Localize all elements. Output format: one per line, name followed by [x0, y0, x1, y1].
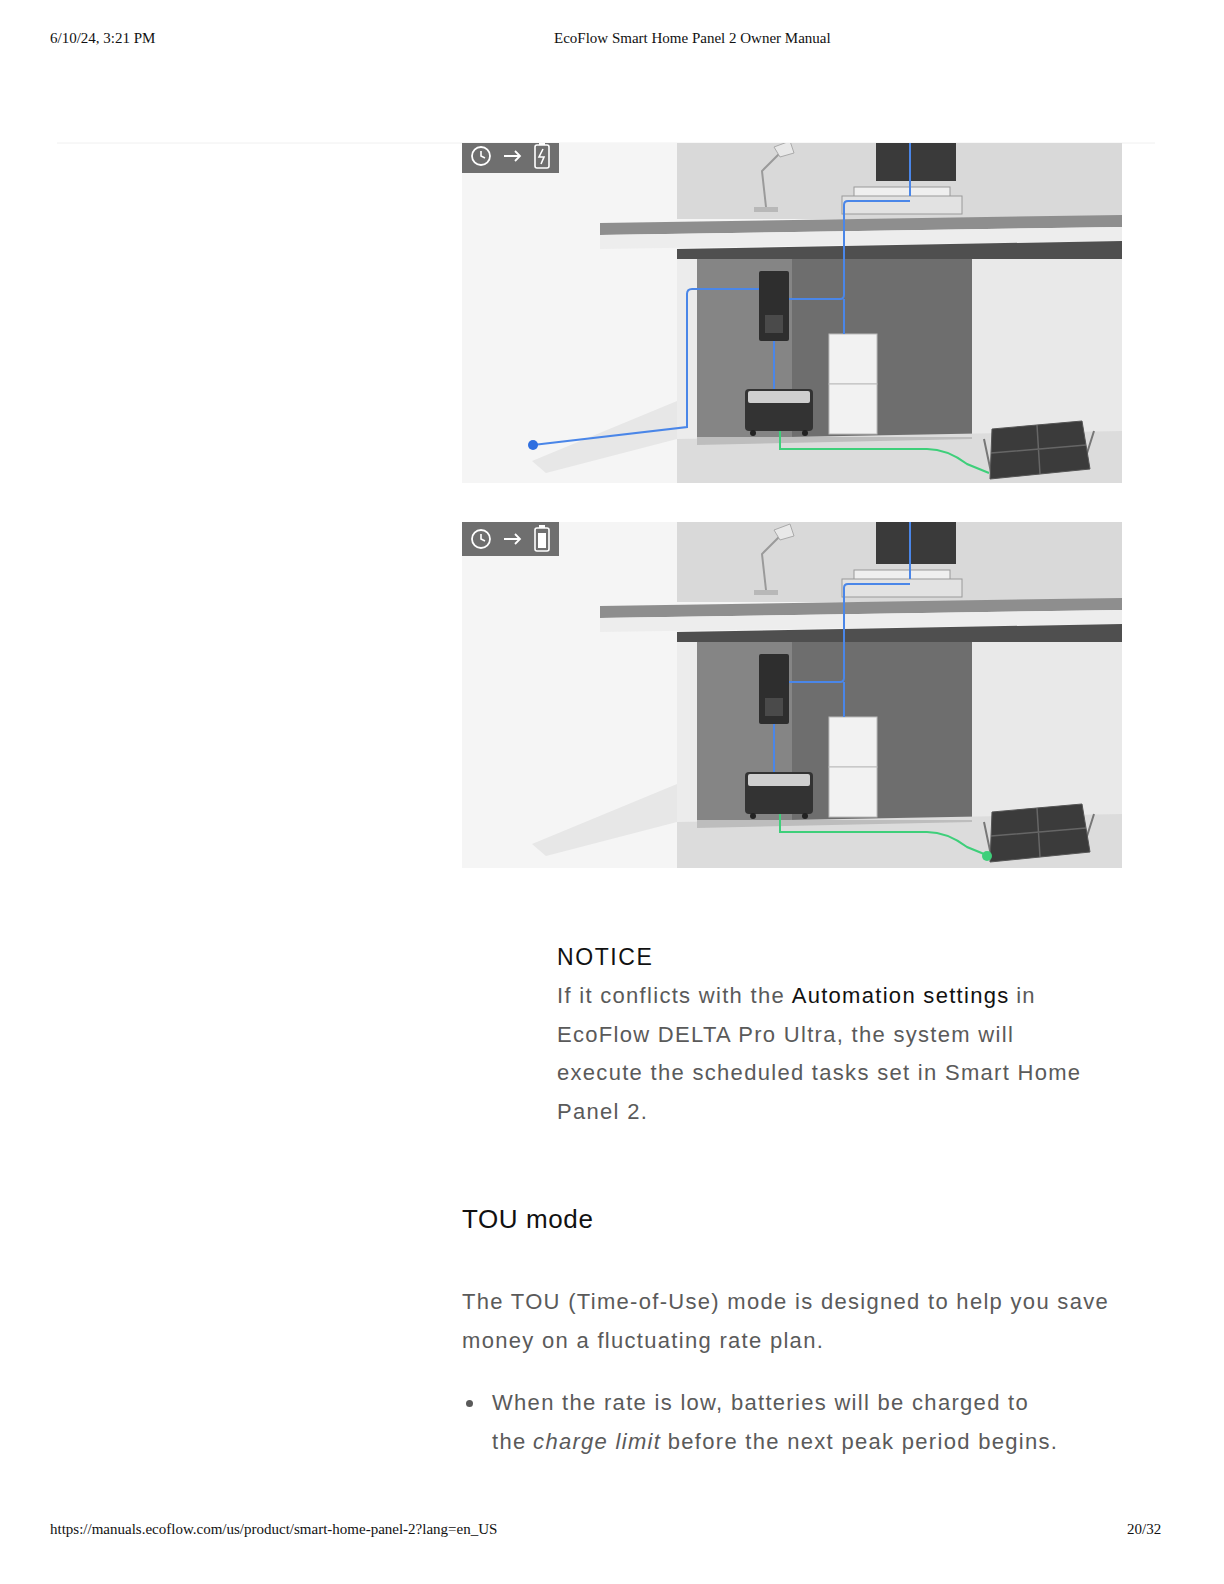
bullet-dot — [466, 1400, 473, 1407]
bullet-text-part: before the next peak period begins. — [668, 1429, 1058, 1454]
notice-text: If it conflicts with the Automation setti… — [557, 977, 1102, 1131]
page-number: 20/32 — [1127, 1521, 1161, 1538]
page-date: 6/10/24, 3:21 PM — [50, 30, 155, 47]
bullet-text: When the rate is low, batteries will be … — [492, 1384, 1132, 1461]
notice-heading: NOTICE — [557, 944, 654, 971]
notice-text-part: Automation settings — [792, 983, 1010, 1008]
bullet-text-part: charge limit — [533, 1429, 661, 1454]
notice-text-part: If it conflicts with the — [557, 983, 785, 1008]
section-heading: TOU mode — [462, 1204, 593, 1235]
body-paragraph: The TOU (Time-of-Use) mode is designed t… — [462, 1283, 1142, 1360]
document-title: EcoFlow Smart Home Panel 2 Owner Manual — [554, 30, 831, 47]
body-paragraph-part: The TOU (Time-of-Use) mode is designed t… — [462, 1289, 1109, 1353]
page-url: https://manuals.ecoflow.com/us/product/s… — [50, 1521, 497, 1538]
